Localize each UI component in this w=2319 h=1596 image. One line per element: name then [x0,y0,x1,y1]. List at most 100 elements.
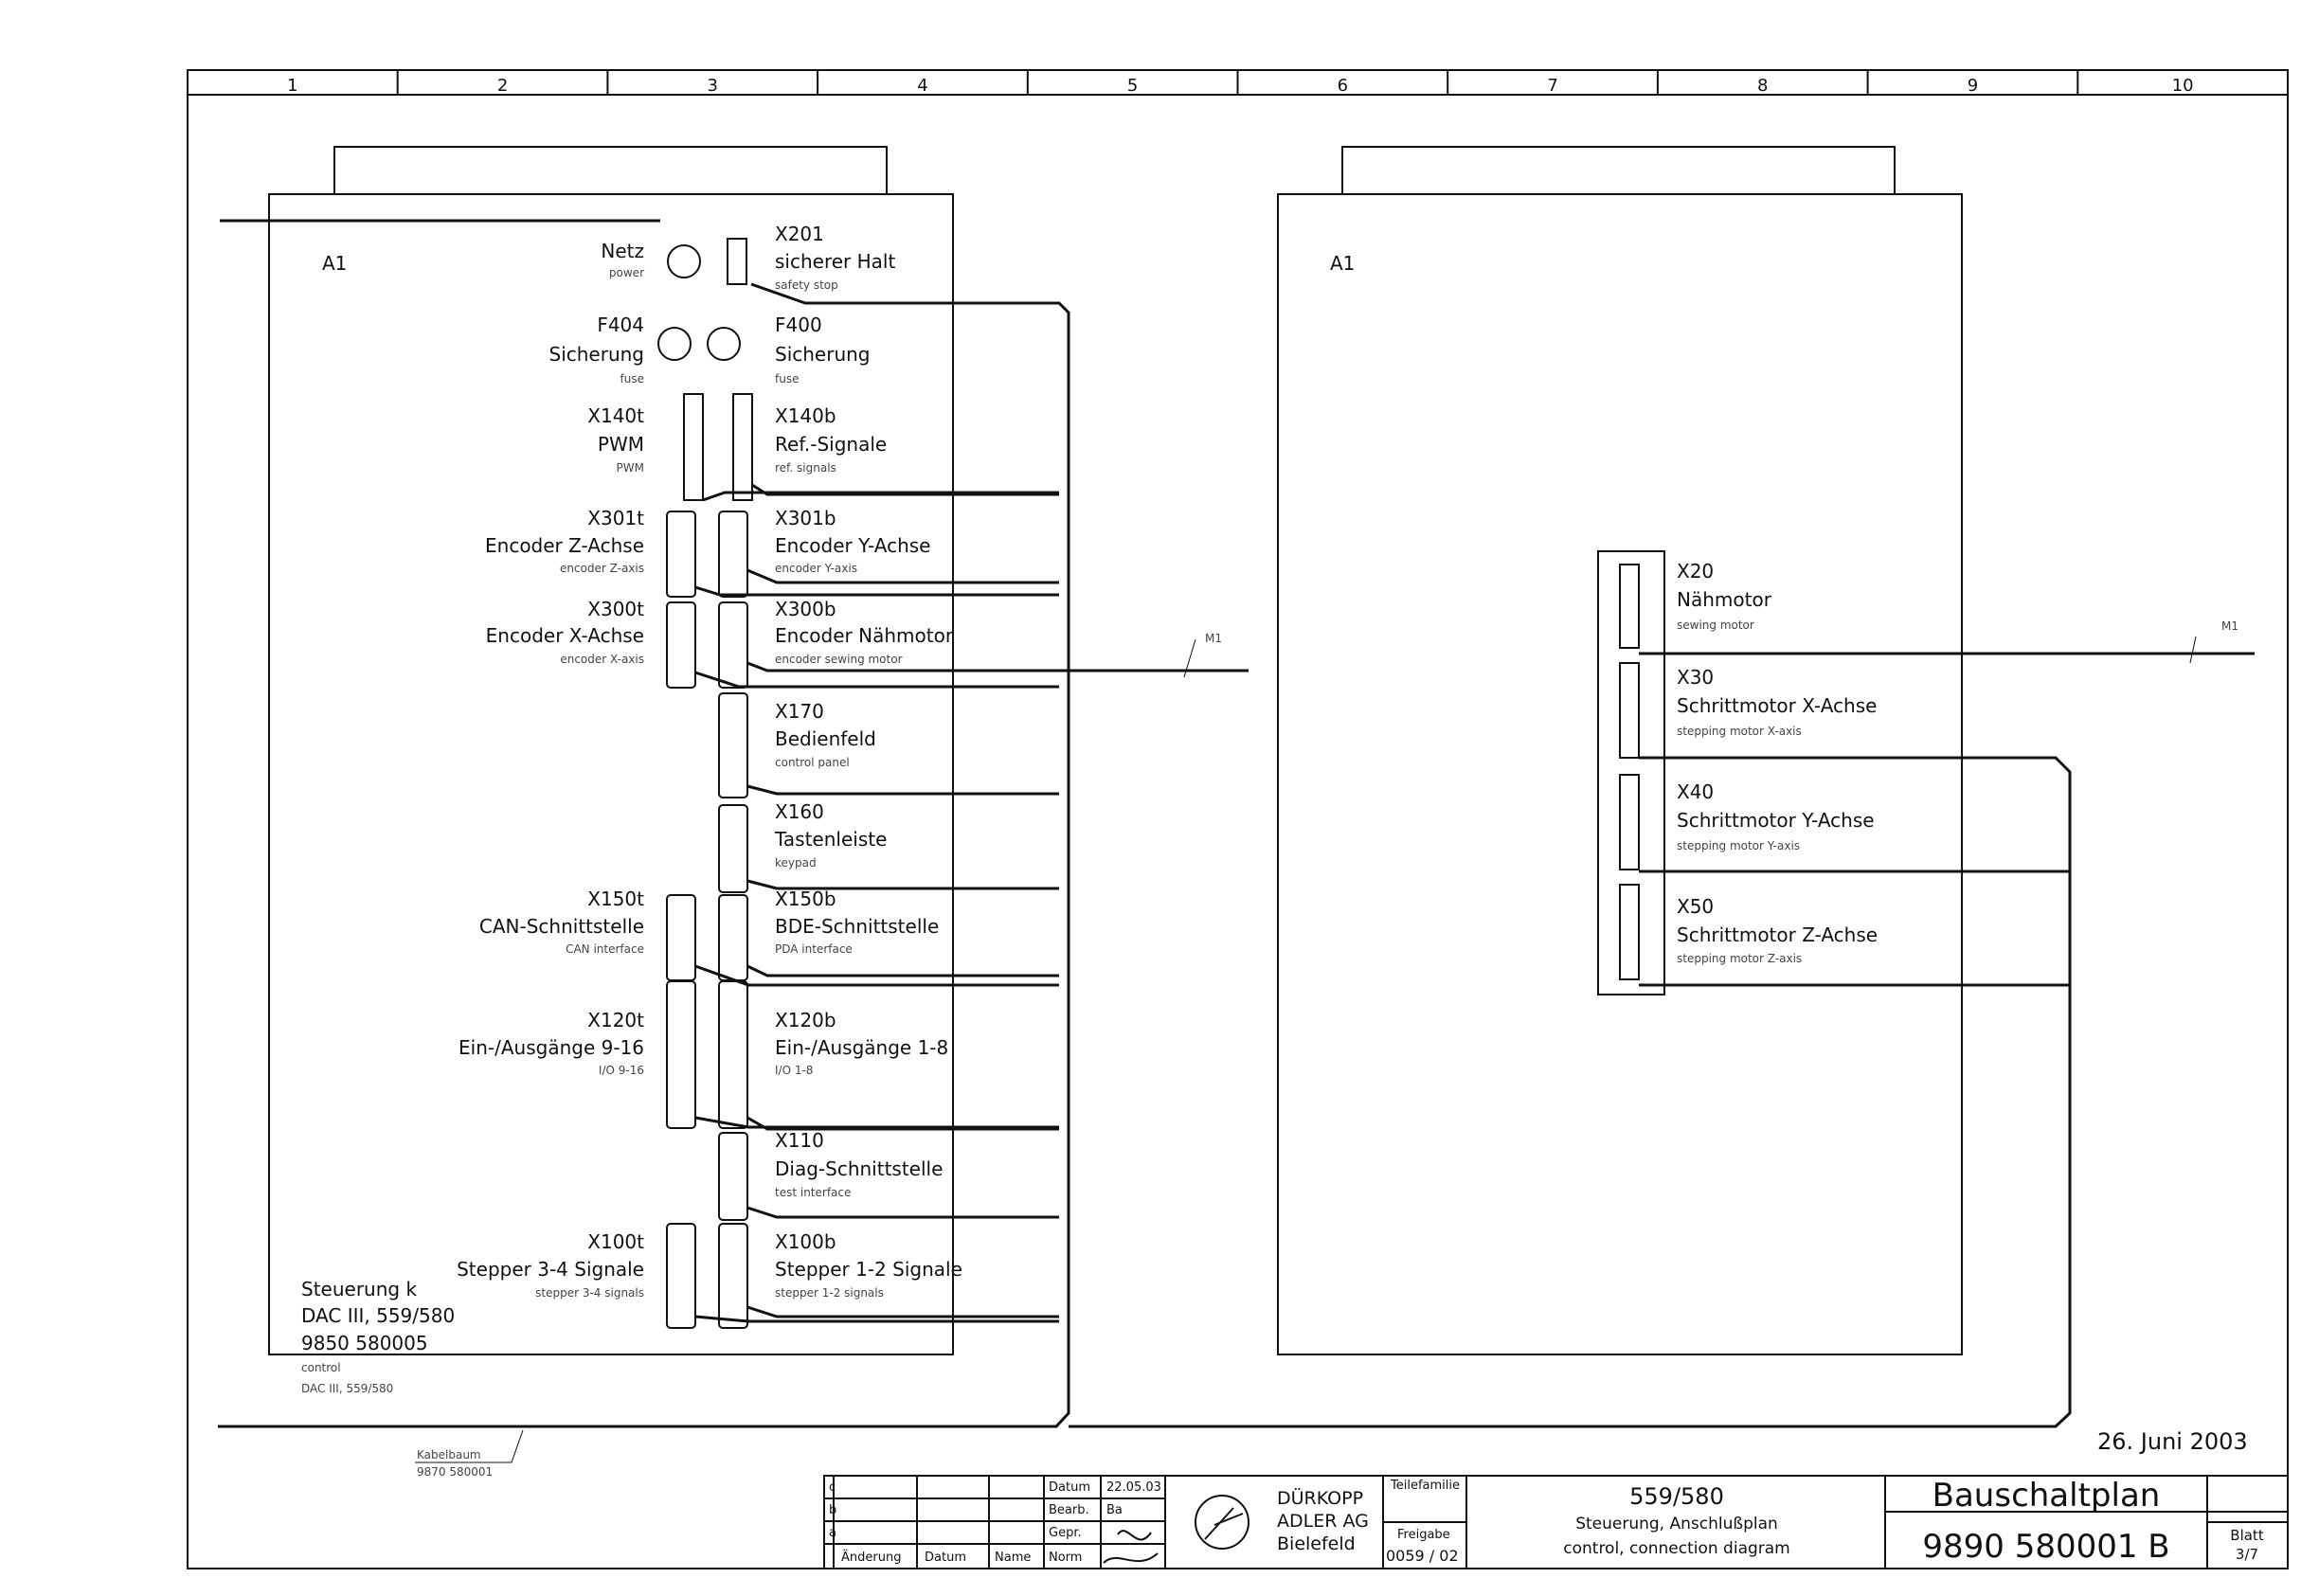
left-wiring [218,282,1249,1428]
left-column-labels: Netz power F404 Sicherung fuse X140t PWM… [457,240,644,1300]
right-unit-ref: A1 [1330,252,1355,275]
row-label-norm: Norm [1049,1551,1082,1565]
wire-x150t [694,964,1059,987]
wire-x30 [1069,756,2072,1428]
x150t-name: CAN-Schnittstelle [479,915,644,938]
date-stamp: 26. Juni 2003 [2097,1428,2248,1455]
description-en: control, connection diagram [1563,1539,1790,1558]
x50-sub: stepping motor Z-axis [1677,952,1802,965]
x170-name: Bedienfeld [775,727,876,750]
f400-id: F400 [775,314,822,336]
x120b-dsub-icon [718,980,748,1129]
title-block-text: c b a Änderung Datum Name Datum Bearb. G… [829,1477,2264,1566]
wire-x110 [746,1206,1059,1219]
x140b-header-icon [732,393,753,501]
x140t-id: X140t [587,404,644,427]
x140t-header-icon [683,393,704,501]
x170-id: X170 [775,700,824,723]
x150b-sub: PDA interface [775,942,853,956]
x100b-dsub-icon [718,1223,748,1329]
wire-x120b [746,1116,1059,1131]
x300t-name: Encoder X-Achse [486,624,644,647]
x50-name: Schrittmotor Z-Achse [1677,924,1878,946]
x110-dsub-icon [718,1132,748,1221]
row-label-drawn: Bearb. [1049,1503,1089,1517]
x120b-sub: I/O 1-8 [775,1064,813,1077]
x300b-dsub-icon [718,601,748,689]
f404-sub: fuse [620,372,644,386]
x20-sub: sewing motor [1677,619,1754,632]
device-line-2: DAC III, 559/580 [301,1304,455,1327]
company-line-3: Bielefeld [1277,1533,1356,1554]
x30-name: Schrittmotor X-Achse [1677,694,1877,717]
device-sub-2: DAC III, 559/580 [301,1382,393,1395]
x300b-name: Encoder Nähmotor [775,624,954,647]
x110-name: Diag-Schnittstelle [775,1157,943,1180]
x100t-id: X100t [587,1230,644,1253]
wire-x140b [751,483,1059,496]
x30-terminal-icon [1619,662,1640,759]
rev-header-date: Datum [925,1551,966,1565]
release-label: Freigabe [1397,1528,1450,1542]
x201-sub: safety stop [775,278,838,292]
x20-terminal-icon [1619,564,1640,649]
wire-x120t [694,1116,1059,1129]
wire-x301t [694,585,1059,597]
rev-header-change: Änderung [841,1550,901,1565]
rev-header-name: Name [995,1551,1031,1565]
family-label: Teilefamilie [1390,1479,1460,1493]
x110-sub: test interface [775,1186,851,1199]
x120t-dsub-icon [666,980,696,1129]
device-line-1: Steuerung k [301,1278,417,1300]
device-sub-1: control [301,1361,341,1374]
x150b-dsub-icon [718,894,748,981]
x120t-id: X120t [587,1009,644,1031]
x50-terminal-icon [1619,884,1640,980]
wire-x301b [746,568,1059,584]
x301t-sub: encoder Z-axis [560,562,644,575]
right-unit-labels: X20 Nähmotor sewing motor X30 Schrittmot… [1677,560,1878,965]
x40-sub: stepping motor Y-axis [1677,839,1800,852]
x120b-id: X120b [775,1009,836,1031]
x140t-name: PWM [598,433,644,456]
x201-plug-icon [727,238,747,285]
company-logo-mark-icon [1204,1507,1244,1540]
wire-x100b [746,1305,1059,1318]
x150t-id: X150t [587,888,644,910]
column-label: 2 [497,76,508,96]
x100t-name: Stepper 3-4 Signale [457,1258,644,1281]
x120t-sub: I/O 9-16 [599,1064,644,1077]
x300b-sub: encoder sewing motor [775,653,903,666]
x300t-dsub-icon [666,601,696,689]
column-label: 8 [1757,76,1768,96]
x100t-sub: stepper 3-4 signals [535,1286,644,1300]
device-line-3: 9850 580005 [301,1332,428,1354]
document-number: 9890 580001 B [1922,1528,2169,1566]
column-label: 9 [1968,76,1978,96]
x301b-sub: encoder Y-axis [775,562,857,575]
x201-name: sicherer Halt [775,250,895,273]
x150b-name: BDE-Schnittstelle [775,915,939,938]
x301t-dsub-icon [666,511,696,598]
wire-x150b [746,964,1059,977]
wire-x100t [694,1315,1059,1323]
netz-id: Netz [601,240,644,262]
f400-name: Sicherung [775,343,871,366]
drawing-frame [187,69,2289,1569]
x120b-name: Ein-/Ausgänge 1-8 [775,1036,948,1059]
signature-icon [1103,1530,1159,1564]
x100b-name: Stepper 1-2 Signale [775,1258,962,1281]
x30-id: X30 [1677,666,1714,689]
left-unit-housing [268,193,954,1355]
sheet-value: 3/7 [2236,1546,2258,1563]
f400-sub: fuse [775,372,799,386]
x140t-sub: PWM [617,461,644,475]
row-label-date: Datum [1049,1480,1090,1495]
power-socket-icon [667,244,701,278]
rev-c: c [829,1480,836,1495]
right-unit-housing [1277,193,1963,1355]
x110-id: X110 [775,1129,824,1152]
x120t-name: Ein-/Ausgänge 9-16 [458,1036,644,1059]
column-label: 1 [287,76,297,96]
x40-terminal-icon [1619,774,1640,870]
